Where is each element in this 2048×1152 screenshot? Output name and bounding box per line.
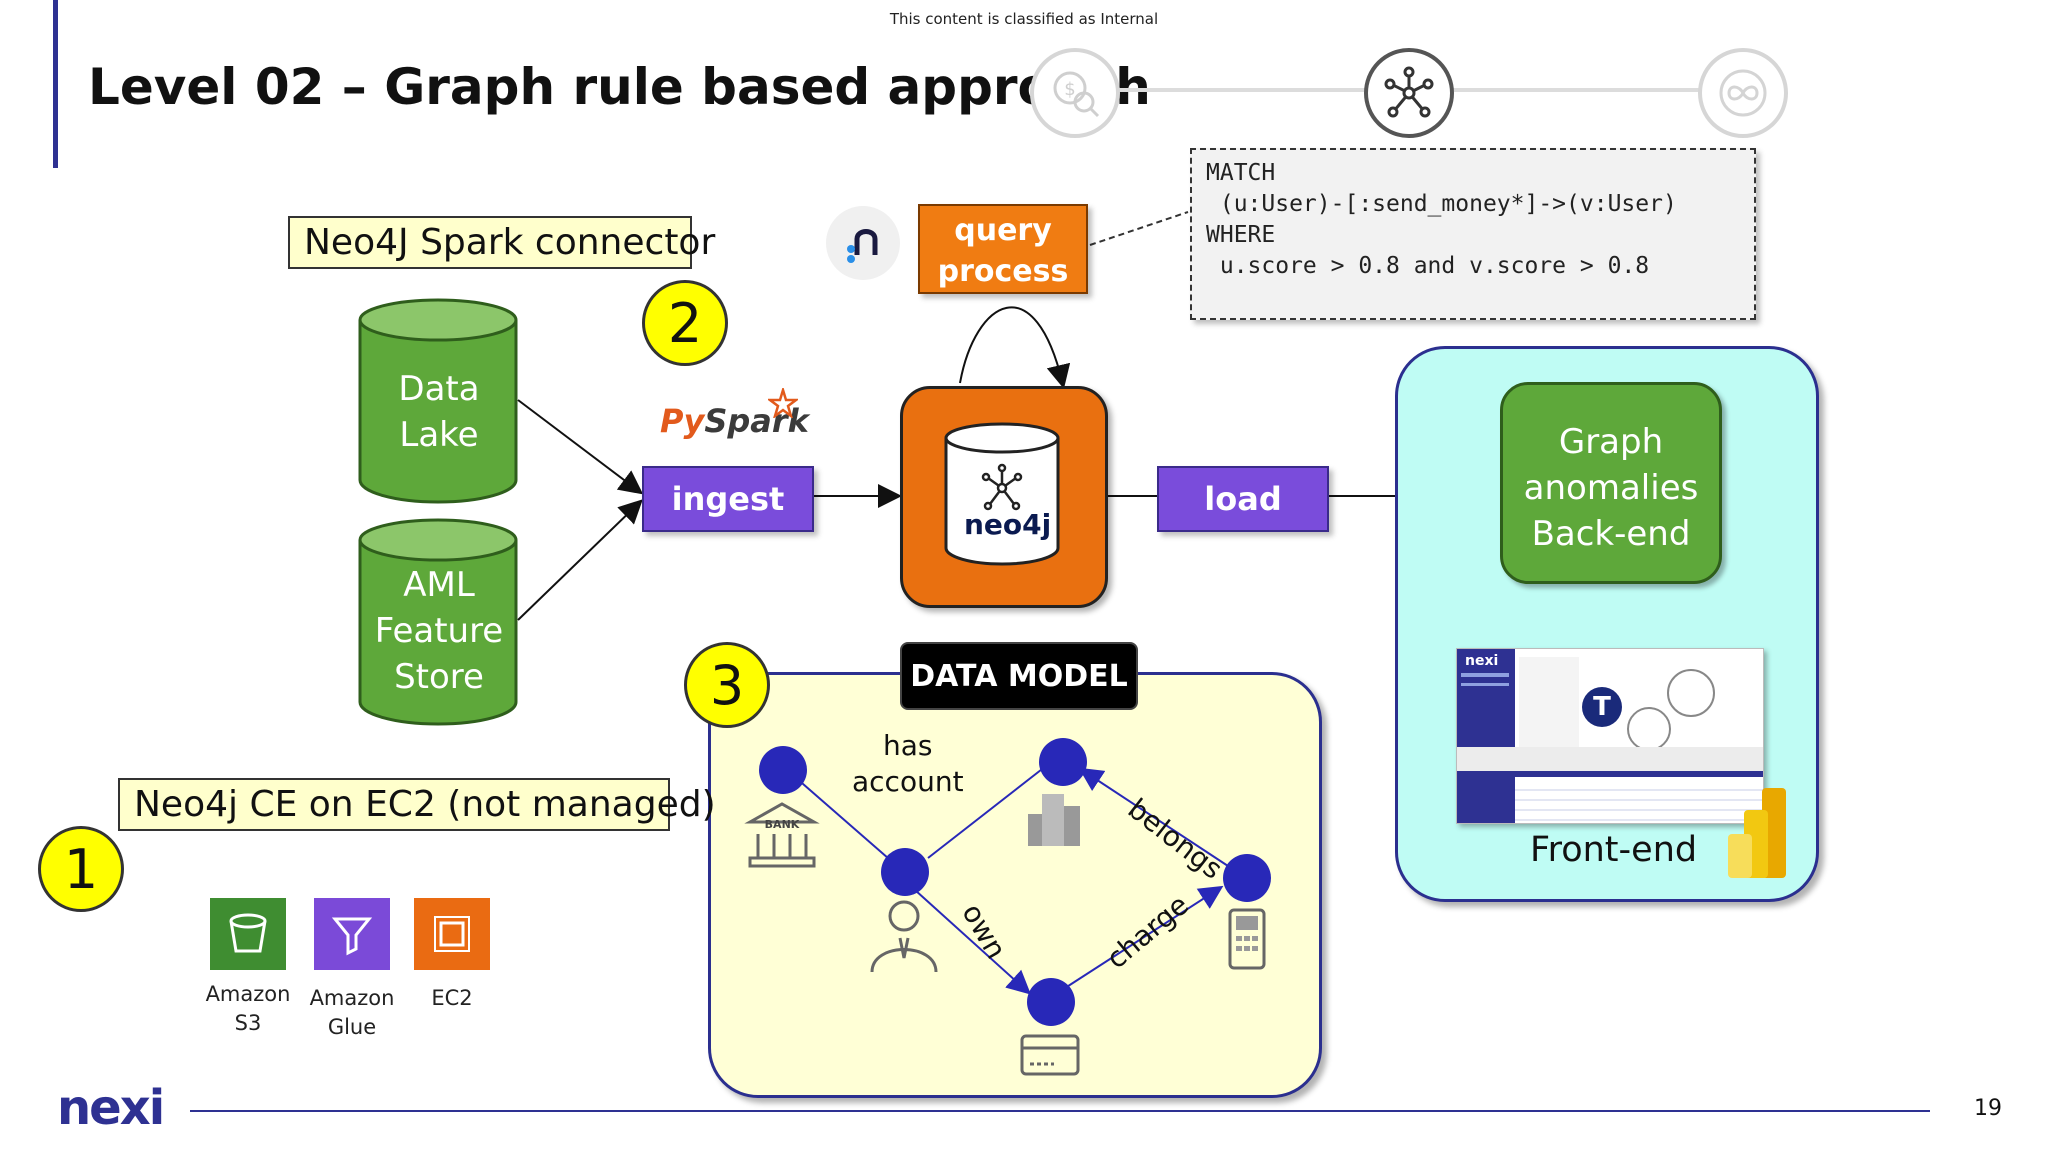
node-user[interactable] xyxy=(881,848,929,896)
neo4j-cylinder-icon xyxy=(944,422,1060,566)
code-line: u.score > 0.8 and v.score > 0.8 xyxy=(1206,253,1650,279)
aws-ec2-tile xyxy=(414,898,490,970)
spark-star-icon xyxy=(768,388,798,418)
s3-bucket-icon xyxy=(229,913,267,953)
user-icon xyxy=(870,900,938,973)
spark-connector-label: Neo4J Spark connector xyxy=(288,216,715,269)
money-search-icon: $ xyxy=(1053,71,1100,118)
step-number-3: 3 xyxy=(684,642,770,728)
frontend-dashboard-thumbnail[interactable]: nexi T xyxy=(1456,648,1764,824)
query-to-code-dashed xyxy=(1089,211,1189,246)
step-number-1: 1 xyxy=(38,826,124,912)
load-button[interactable]: load xyxy=(1157,466,1329,532)
code-line: WHERE xyxy=(1206,222,1276,248)
step-money-search[interactable]: $ xyxy=(1030,48,1120,138)
neo4j-logo-text: neo4j xyxy=(964,508,1052,541)
edge-bank-user xyxy=(786,769,905,873)
edge-user-merchant xyxy=(927,765,1047,859)
pos-terminal-icon xyxy=(1228,908,1266,970)
page-number: 19 xyxy=(1974,1096,2002,1121)
aws-s3-tile xyxy=(210,898,286,970)
datalake-to-ingest-arrow xyxy=(517,399,644,495)
code-line: MATCH xyxy=(1206,160,1276,186)
classification-notice: This content is classified as Internal xyxy=(889,10,1159,28)
thumb-t-icon: T xyxy=(1582,687,1622,727)
thumb-logo: nexi xyxy=(1465,653,1499,669)
ec2-chip-icon xyxy=(434,916,470,952)
bank-icon: BANK xyxy=(744,802,820,868)
node-card[interactable] xyxy=(1027,978,1075,1026)
frontend-label: Front-end xyxy=(1530,830,1698,870)
ingest-button[interactable]: ingest xyxy=(642,466,814,532)
nexi-logo: nexi xyxy=(57,1080,165,1136)
edge-charge xyxy=(1061,885,1224,991)
building-icon xyxy=(1028,794,1080,846)
graph-network-icon xyxy=(1384,66,1434,118)
thumb-sidebar xyxy=(1457,649,1515,823)
credit-card-icon xyxy=(1020,1034,1080,1076)
accent-bar xyxy=(53,0,58,168)
pyspark-logo: PySpark xyxy=(660,402,809,440)
footer-divider xyxy=(190,1110,1930,1112)
svg-text:$: $ xyxy=(1064,79,1075,100)
cypher-query-box: MATCH (u:User)-[:send_money*]->(v:User) … xyxy=(1190,148,1756,320)
data-lake-cylinder xyxy=(358,298,518,504)
query-loop-arrow xyxy=(959,306,1071,389)
power-bi-icon xyxy=(1728,788,1786,878)
aws-ec2-label: EC2 xyxy=(431,986,473,1010)
data-model-title: DATA MODEL xyxy=(900,642,1138,710)
edge-own xyxy=(914,889,1031,995)
neo4j-bloom-icon xyxy=(826,206,900,280)
step-infinity[interactable] xyxy=(1698,48,1788,138)
bank-icon-text: BANK xyxy=(765,818,800,831)
edge-belongs xyxy=(1078,767,1229,867)
infinity-icon xyxy=(1719,69,1767,117)
aml-feature-store-cylinder xyxy=(358,518,518,726)
ec2-deployment-label: Neo4j CE on EC2 (not managed) xyxy=(118,778,716,831)
step-number-2: 2 xyxy=(642,280,728,366)
glue-funnel-icon xyxy=(331,917,373,956)
data-model-panel xyxy=(708,672,1322,1098)
page-title: Level 02 – Graph rule based approach xyxy=(88,58,1151,116)
aws-glue-tile xyxy=(314,898,390,970)
node-terminal[interactable] xyxy=(1223,854,1271,902)
node-bank[interactable] xyxy=(759,746,807,794)
node-merchant[interactable] xyxy=(1039,738,1087,786)
aml-to-ingest-arrow xyxy=(517,499,643,621)
step-graph-network[interactable] xyxy=(1364,48,1454,138)
code-line: (u:User)-[:send_money*]->(v:User) xyxy=(1206,191,1677,217)
